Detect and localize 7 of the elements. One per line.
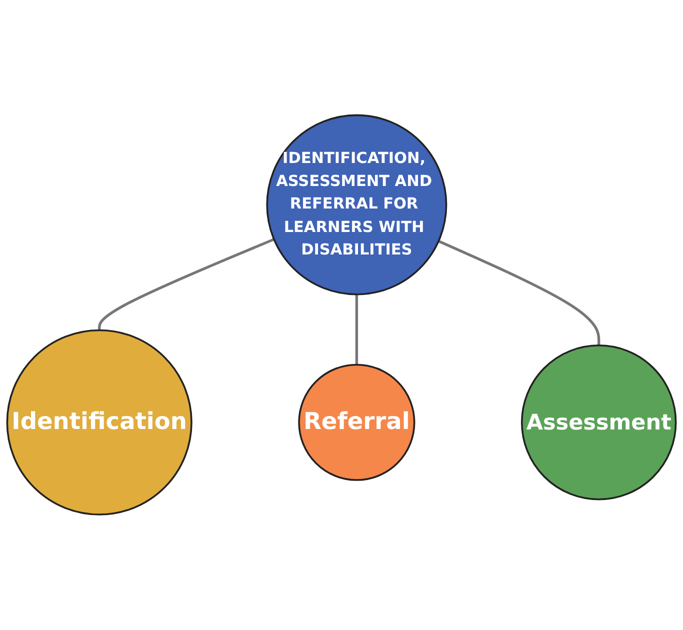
node-circle: Identification: [6, 329, 192, 516]
connector: [438, 240, 600, 346]
node-circle: Assessment: [520, 344, 677, 500]
connector: [355, 294, 358, 365]
node-circle: IDENTIFICATION, ASSESSMENT AND REFERRAL FOR LEARNERS WITH DISABILITIES: [266, 114, 448, 296]
node-circle: Referral: [298, 364, 416, 482]
connector: [98, 238, 275, 330]
